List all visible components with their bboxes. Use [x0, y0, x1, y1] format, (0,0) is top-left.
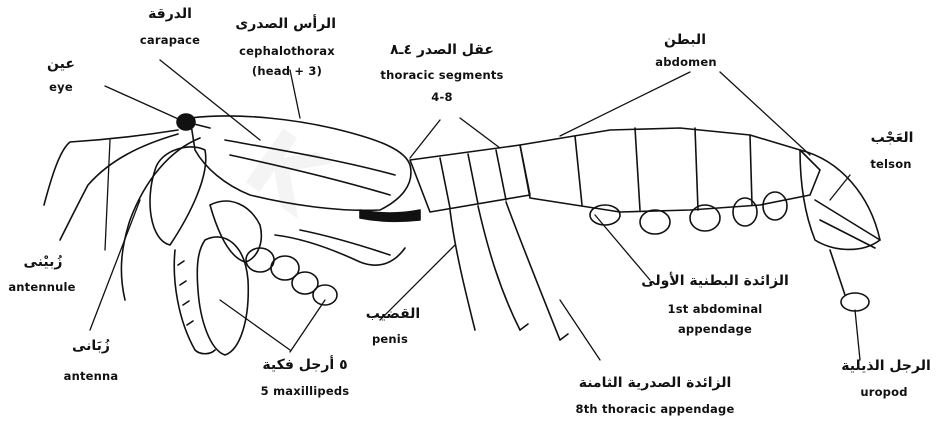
uropod-label-ar: الرجل الذيلية — [838, 358, 934, 374]
eye-label: eye — [36, 80, 86, 94]
thoracic-appendage-label: 8th thoracic appendage — [570, 402, 740, 416]
abdominal-appendage-label-ar: الزائدة البطنية الأولى — [640, 273, 790, 289]
abdomen-segments — [520, 128, 820, 212]
telson-label-ar: العَجْب — [862, 130, 922, 146]
cephalothorax-sublabel: (head + 3) — [232, 64, 342, 78]
penis-label: penis — [360, 332, 420, 346]
abdominal-appendage-label-1: 1st abdominal — [640, 302, 790, 316]
mouth-region — [360, 210, 420, 221]
abdomen-label: abdomen — [646, 55, 726, 69]
cephalothorax-label: cephalothorax — [232, 44, 342, 58]
carapace-label-ar: الدرقة — [135, 6, 205, 22]
eye-label-ar: عين — [36, 56, 86, 72]
antennule-flagella — [44, 130, 178, 240]
carapace-label: carapace — [130, 33, 210, 47]
antenna-label: antenna — [60, 369, 122, 383]
maxillipeds-label-ar: ٥ أرجل فكية — [250, 357, 360, 373]
antenna-label-ar: زُبَانى — [56, 338, 126, 354]
abdomen-label-ar: البطن — [655, 32, 715, 48]
thoracic-label-ar: عقل الصدر ٤ـ٨ — [382, 42, 502, 58]
abdominal-appendage-label-2: appendage — [640, 322, 790, 336]
antennal-scale — [150, 147, 206, 245]
cephalothorax-label-ar: الرأس الصدرى — [236, 16, 336, 32]
telson-label: telson — [858, 157, 924, 171]
antennule-label-ar: زُبيْنى — [8, 254, 78, 270]
carapace-shape — [190, 116, 411, 210]
uropod-label: uropod — [846, 385, 922, 399]
raptorial-claw — [197, 237, 248, 355]
thoracic-appendage-label-ar: الزائدة الصدرية الثامنة — [570, 375, 740, 391]
antennule-label: antennule — [4, 280, 80, 294]
thoracic-range-label: 4-8 — [412, 90, 472, 104]
eye-shape — [177, 114, 195, 130]
maxillipeds-label: 5 maxillipeds — [250, 384, 360, 398]
thoracic-segments — [410, 145, 530, 212]
penis-label-ar: القضيب — [358, 306, 428, 322]
thoracic-label: thoracic segments — [372, 68, 512, 82]
